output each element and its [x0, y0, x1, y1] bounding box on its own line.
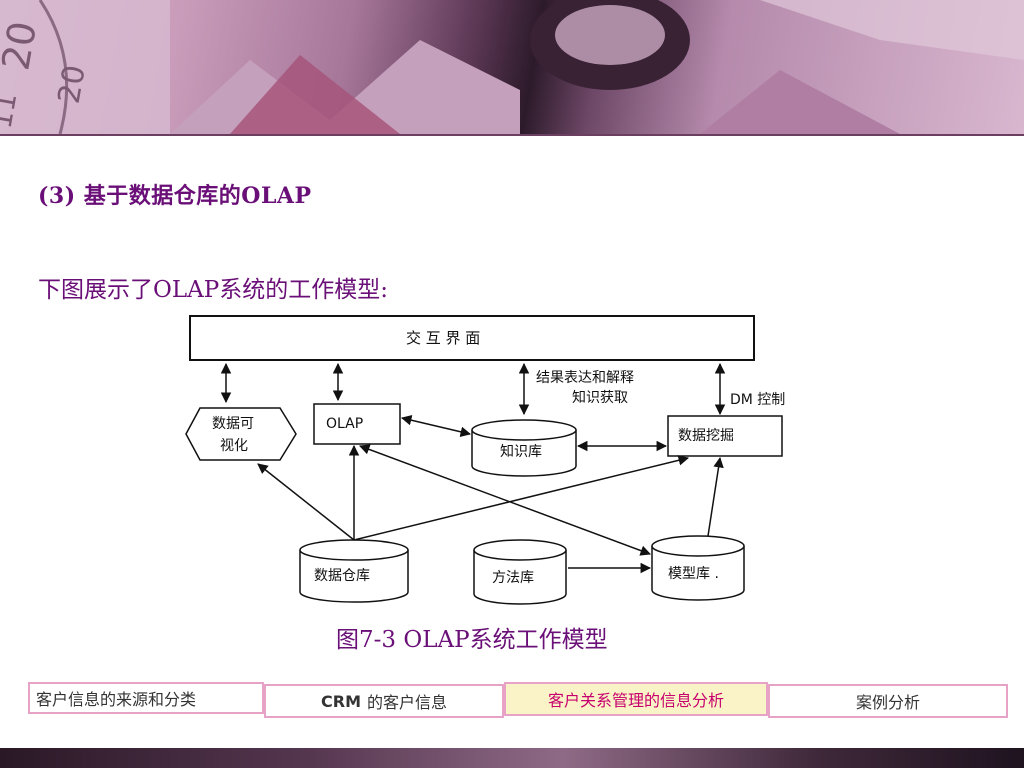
header-divider [0, 134, 1024, 136]
nav-tab-crm-info[interactable]: CRM 的客户信息 [264, 684, 504, 718]
olap-diagram: 交 互 界 面 结果表达和解释 知识获取 DM 控制 数据可 视化 OLAP 知… [166, 310, 816, 610]
node-visualization [185, 407, 297, 461]
node-data-mining-label: 数据挖掘 [678, 428, 734, 444]
node-data-warehouse-label: 数据仓库 [314, 568, 370, 584]
node-knowledge-base-label: 知识库 [500, 443, 542, 460]
intro-text: 下图展示了OLAP系统的工作模型: [38, 277, 388, 303]
arrow-olap-knowledge [400, 415, 472, 437]
node-olap [313, 403, 401, 445]
node-olap-label: OLAP [326, 416, 363, 432]
nav-tab-info-sources-label: 客户信息的来源和分类 [36, 690, 197, 709]
node-method-base-label: 方法库 [492, 570, 534, 586]
node-model-base [651, 535, 745, 601]
arrow-warehouse-visualization [257, 463, 355, 541]
arrow-model-mining [707, 456, 724, 537]
photo-number-2: 20 [52, 63, 93, 107]
photo-number-3: 11 [0, 90, 23, 131]
nav-tab-info-sources[interactable]: 客户信息的来源和分类 [28, 682, 264, 714]
label-result-expression: 结果表达和解释 [536, 370, 634, 386]
nav-tab-case-study[interactable]: 案例分析 [768, 684, 1008, 718]
nav-tab-crm-analysis-label: 客户关系管理的信息分析 [547, 691, 724, 710]
node-visualization-line1: 数据可 [212, 416, 254, 432]
node-visualization-line2: 视化 [220, 438, 248, 454]
arrow-olap-model [359, 444, 651, 556]
header-photo: 20 20 11 [0, 0, 1024, 134]
label-dm-control: DM 控制 [730, 392, 785, 408]
olap-diagram-svg: 交 互 界 面 结果表达和解释 知识获取 DM 控制 数据可 视化 OLAP 知… [185, 315, 785, 605]
header-photo-art: 20 20 11 [0, 0, 1024, 134]
photo-number-1: 20 [0, 18, 45, 73]
node-data-mining [667, 415, 783, 457]
footer-band [0, 748, 1024, 768]
section-title: (3) 基于数据仓库的OLAP [38, 183, 312, 209]
nav-tab-crm-label: 的客户信息 [366, 693, 447, 712]
nav-tab-case-study-label: 案例分析 [855, 693, 920, 712]
label-knowledge-acquisition: 知识获取 [572, 389, 628, 406]
nav-tab-crm-strong: CRM [321, 691, 361, 711]
node-model-base-label: 模型库 . [668, 566, 719, 582]
nav-tab-crm-analysis[interactable]: 客户关系管理的信息分析 [504, 682, 768, 716]
interaction-bar [189, 315, 755, 361]
figure-caption: 图7-3 OLAP系统工作模型 [336, 627, 608, 653]
interaction-bar-label: 交 互 界 面 [406, 329, 480, 347]
bottom-nav: 客户信息的来源和分类 CRM 的客户信息 客户关系管理的信息分析 案例分析 [28, 682, 1008, 720]
